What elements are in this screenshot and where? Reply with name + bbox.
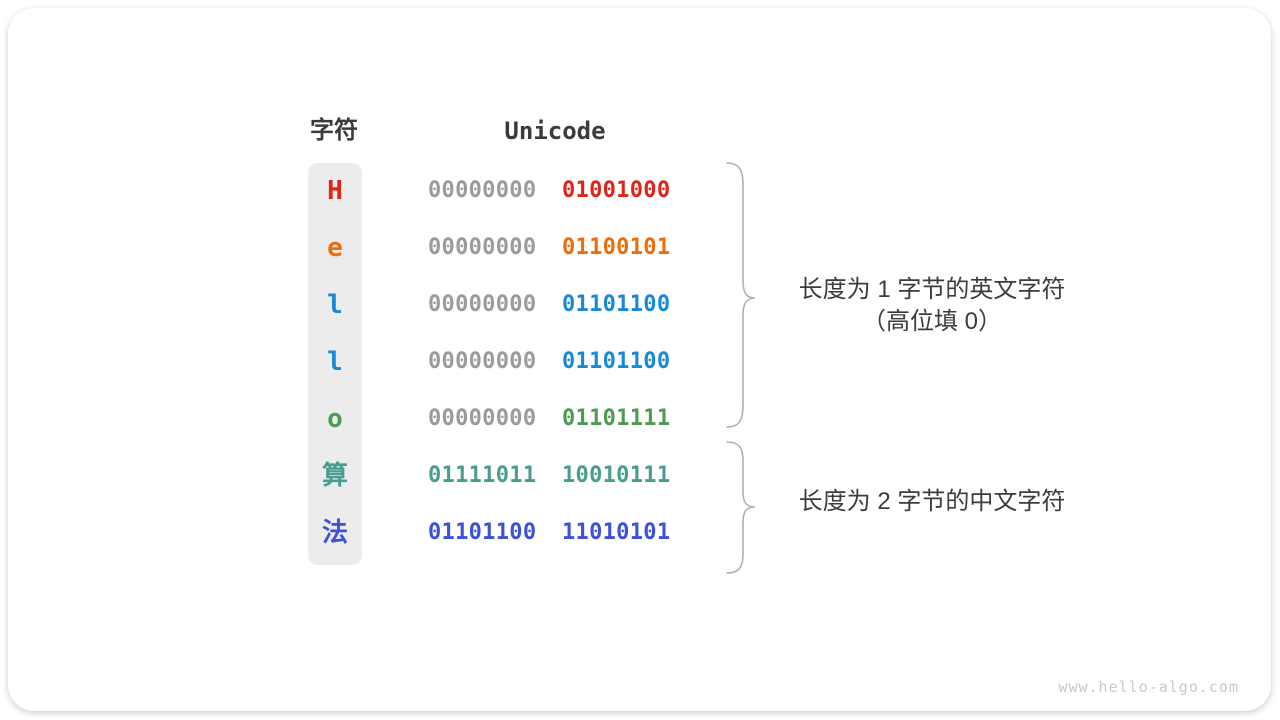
- byte-high: 00000000: [428, 177, 537, 203]
- table-row: 算 01111011 10010111: [8, 452, 1271, 500]
- byte-high: 00000000: [428, 234, 537, 260]
- byte-low: 01001000: [562, 177, 671, 203]
- char-cell: l: [327, 289, 343, 320]
- table-row: 法 01101100 11010101: [8, 509, 1271, 557]
- byte-low: 01101111: [562, 405, 671, 431]
- curly-brace-chinese-group: [726, 441, 756, 574]
- byte-high: 01101100: [428, 519, 537, 545]
- curly-brace-english-group: [726, 162, 756, 428]
- annotation-chinese-chars: 长度为 2 字节的中文字符: [752, 486, 1112, 518]
- byte-low: 01101100: [562, 291, 671, 317]
- table-row: e 00000000 01100101: [8, 224, 1271, 272]
- byte-high: 00000000: [428, 291, 537, 317]
- byte-high: 00000000: [428, 348, 537, 374]
- annotation-line: 长度为 2 字节的中文字符: [798, 488, 1066, 515]
- annotation-english-chars: 长度为 1 字节的英文字符 （高位填 0）: [752, 274, 1112, 338]
- char-cell: e: [327, 232, 343, 263]
- char-cell: o: [327, 403, 343, 434]
- character-column-strip: [308, 163, 362, 565]
- watermark-url: www.hello-algo.com: [1058, 678, 1239, 696]
- char-cell: 法: [321, 517, 348, 548]
- byte-low: 10010111: [562, 462, 671, 488]
- table-row: o 00000000 01101111: [8, 395, 1271, 443]
- annotation-line: 长度为 1 字节的英文字符: [798, 276, 1066, 303]
- byte-low: 01101100: [562, 348, 671, 374]
- annotation-line: （高位填 0）: [861, 308, 1002, 335]
- char-cell: H: [327, 175, 343, 206]
- column-header-character: 字符: [310, 117, 358, 144]
- byte-high: 01111011: [428, 462, 537, 488]
- char-cell: l: [327, 346, 343, 377]
- table-row: l 00000000 01101100: [8, 338, 1271, 386]
- char-cell: 算: [321, 460, 348, 491]
- table-row: l 00000000 01101100: [8, 281, 1271, 329]
- column-header-unicode: Unicode: [504, 117, 606, 145]
- byte-low: 11010101: [562, 519, 671, 545]
- byte-low: 01100101: [562, 234, 671, 260]
- figure-card: 字符 Unicode H 00000000 01001000 e 0000000…: [8, 8, 1271, 711]
- table-row: H 00000000 01001000: [8, 167, 1271, 215]
- byte-high: 00000000: [428, 405, 537, 431]
